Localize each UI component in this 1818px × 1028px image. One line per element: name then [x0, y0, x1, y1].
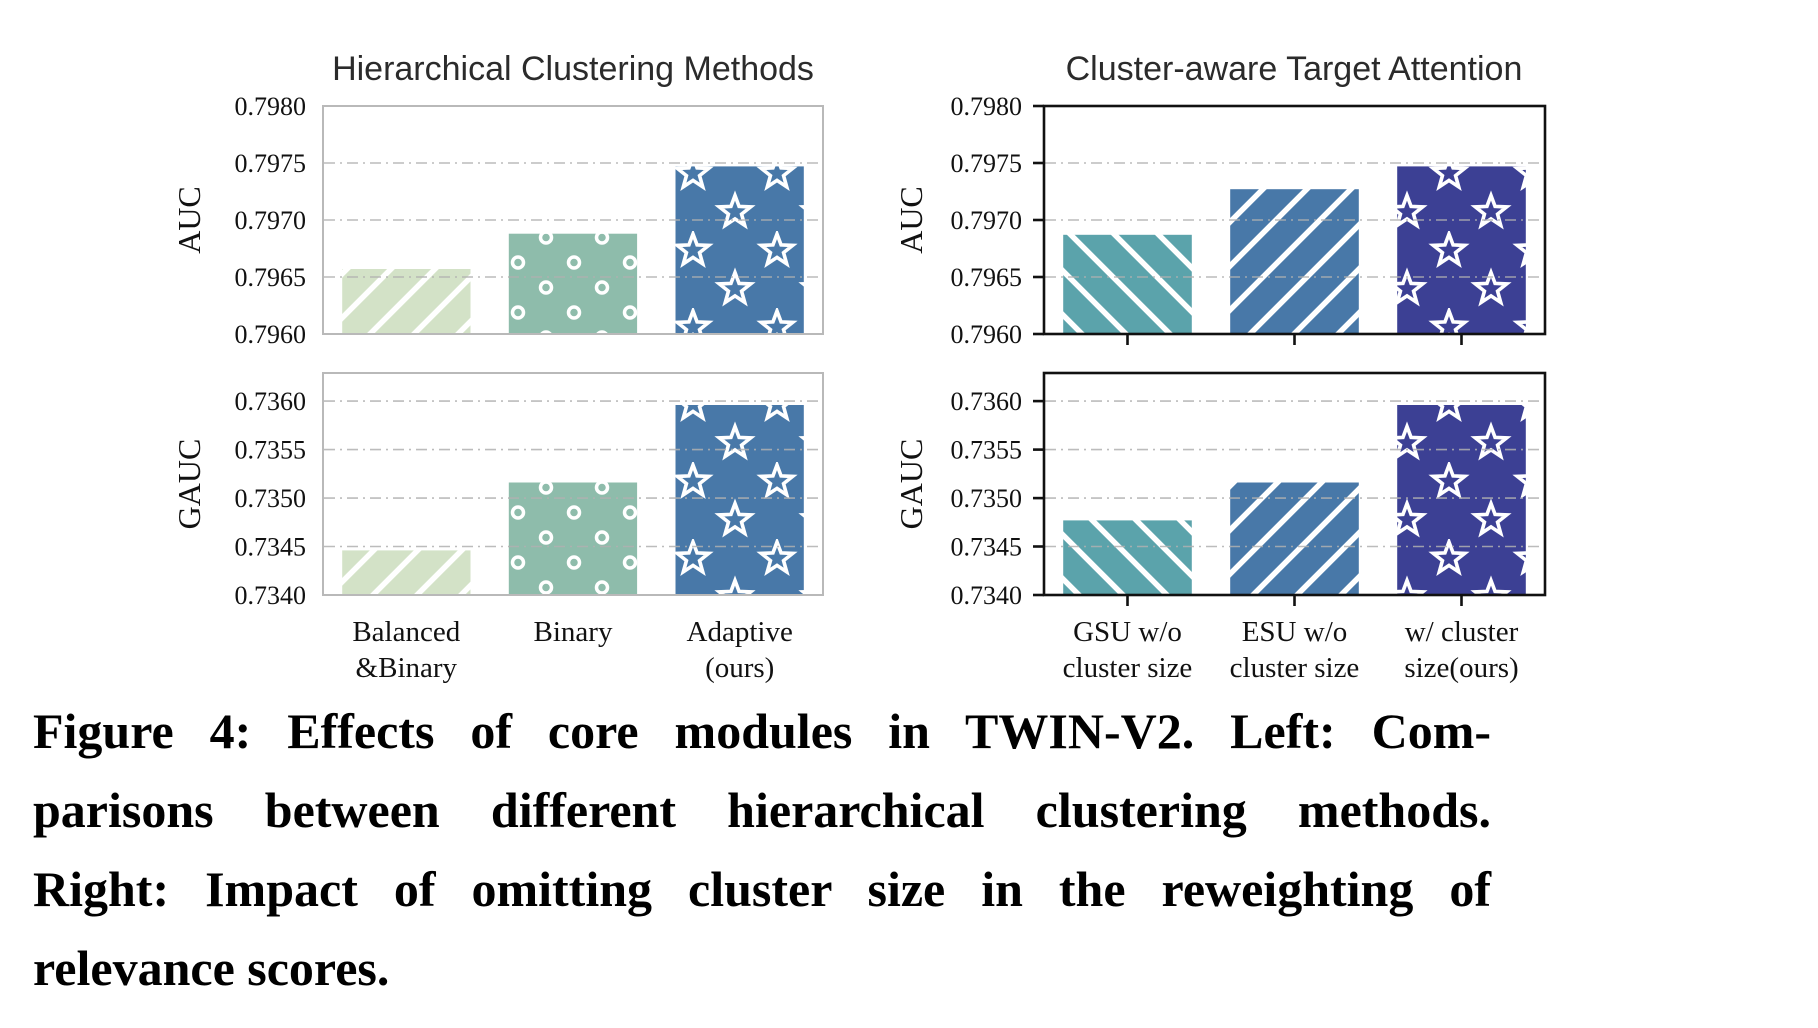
plot-border — [322, 372, 824, 596]
plot-border — [322, 105, 824, 335]
caption-line-3: Right: Impact of omitting cluster size i… — [33, 861, 1491, 917]
y-tick-label: 0.7355 — [235, 436, 307, 465]
category-label: GSU w/o — [1073, 616, 1182, 648]
chart-title: Hierarchical Clustering Methods — [332, 50, 814, 88]
y-tick-label: 0.7960 — [951, 320, 1023, 349]
category-label: size(ours) — [1404, 652, 1518, 684]
category-label: &Binary — [356, 652, 458, 684]
y-tick-label: 0.7350 — [235, 484, 307, 513]
bar — [342, 269, 471, 334]
y-tick-label: 0.7360 — [951, 387, 1023, 416]
bar-charts-figure: 0.7980 0.7975 0.7970 0.7965 0.7960 AUC Hierarc… — [171, 50, 1547, 684]
y-tick-label: 0.7345 — [951, 533, 1023, 562]
y-tick-label: 0.7965 — [235, 263, 307, 292]
y-tick-label: 0.7345 — [235, 533, 307, 562]
y-tick-label: 0.7960 — [235, 320, 307, 349]
chart-cluster-aware-target-attention-gauc: 0.7360 0.7355 0.7350 0.7345 0.7340 GAUC GSU w/… — [893, 371, 1547, 684]
category-label: w/ cluster — [1405, 616, 1519, 648]
caption-line-1: Figure 4: Effects of core modules in TWI… — [33, 703, 1491, 759]
figure-caption: Figure 4: Effects of core modules in TWI… — [33, 692, 1491, 1008]
y-tick-label: 0.7355 — [951, 436, 1023, 465]
y-tick-label: 0.7970 — [951, 206, 1023, 235]
category-label: Balanced — [352, 616, 460, 648]
bar — [1063, 234, 1192, 334]
y-tick-label: 0.7965 — [951, 263, 1023, 292]
y-tick-label: 0.7975 — [951, 149, 1023, 178]
caption-line-4: relevance scores. — [33, 940, 390, 996]
bar — [508, 233, 638, 334]
bar — [342, 550, 471, 595]
y-tick-label: 0.7980 — [235, 92, 307, 121]
category-label: cluster size — [1230, 652, 1360, 684]
category-label: (ours) — [705, 652, 774, 684]
y-tick-label: 0.7980 — [951, 92, 1023, 121]
category-label: Binary — [534, 616, 613, 648]
y-tick-label: 0.7350 — [951, 484, 1023, 513]
bar — [508, 482, 638, 595]
category-label: ESU w/o — [1242, 616, 1348, 648]
chart-hierarchical-clustering-gauc: 0.7360 0.7355 0.7350 0.7345 0.7340 GAUC Balanc… — [171, 372, 824, 684]
y-tick-label: 0.7360 — [235, 387, 307, 416]
bar — [675, 405, 804, 595]
chart-hierarchical-clustering-auc: 0.7980 0.7975 0.7970 0.7965 0.7960 AUC Hierarc… — [171, 50, 824, 349]
y-tick-label: 0.7970 — [235, 206, 307, 235]
y-tick-label: 0.7975 — [235, 149, 307, 178]
category-label: Adaptive — [687, 616, 793, 648]
chart-cluster-aware-target-attention-auc: 0.7980 0.7975 0.7970 0.7965 0.7960 AUC Cluster… — [893, 50, 1547, 349]
y-axis-label: AUC — [893, 186, 929, 254]
caption-line-2: parisons between different hierarchical … — [33, 782, 1491, 838]
chart-title: Cluster-aware Target Attention — [1066, 50, 1523, 88]
y-axis-label: AUC — [171, 186, 207, 254]
bar — [1230, 482, 1359, 595]
y-tick-label: 0.7340 — [951, 581, 1023, 610]
y-axis-label: GAUC — [893, 439, 929, 530]
bar — [1230, 189, 1359, 334]
bar — [1397, 405, 1526, 595]
bar — [1063, 520, 1192, 595]
category-label: cluster size — [1063, 652, 1193, 684]
bar — [675, 166, 804, 334]
y-axis-label: GAUC — [171, 439, 207, 530]
bar — [1397, 166, 1526, 334]
y-tick-label: 0.7340 — [235, 581, 307, 610]
